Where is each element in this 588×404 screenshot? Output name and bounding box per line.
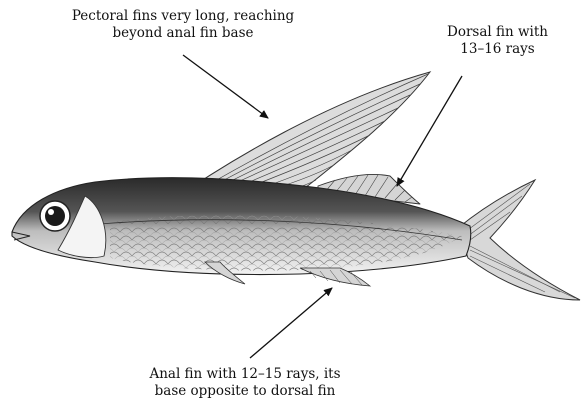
fish-eye [40, 201, 70, 231]
anal-arrow [250, 288, 332, 358]
anal-label-line1: Anal fin with 12–15 rays, its [120, 366, 370, 383]
pectoral-label-line1: Pectoral fins very long, reaching [58, 8, 308, 25]
anal-fin-label: Anal fin with 12–15 rays, its base oppos… [120, 366, 370, 400]
anal-label-line2: base opposite to dorsal fin [120, 383, 370, 400]
pectoral-arrow [183, 55, 268, 118]
caudal-fin [458, 180, 580, 300]
dorsal-label-line1: Dorsal fin with [415, 24, 580, 41]
pectoral-label-line2: beyond anal fin base [58, 25, 308, 42]
dorsal-label-line2: 13–16 rays [415, 41, 580, 58]
dorsal-fin-label: Dorsal fin with 13–16 rays [415, 24, 580, 58]
pectoral-fin-label: Pectoral fins very long, reaching beyond… [58, 8, 308, 42]
